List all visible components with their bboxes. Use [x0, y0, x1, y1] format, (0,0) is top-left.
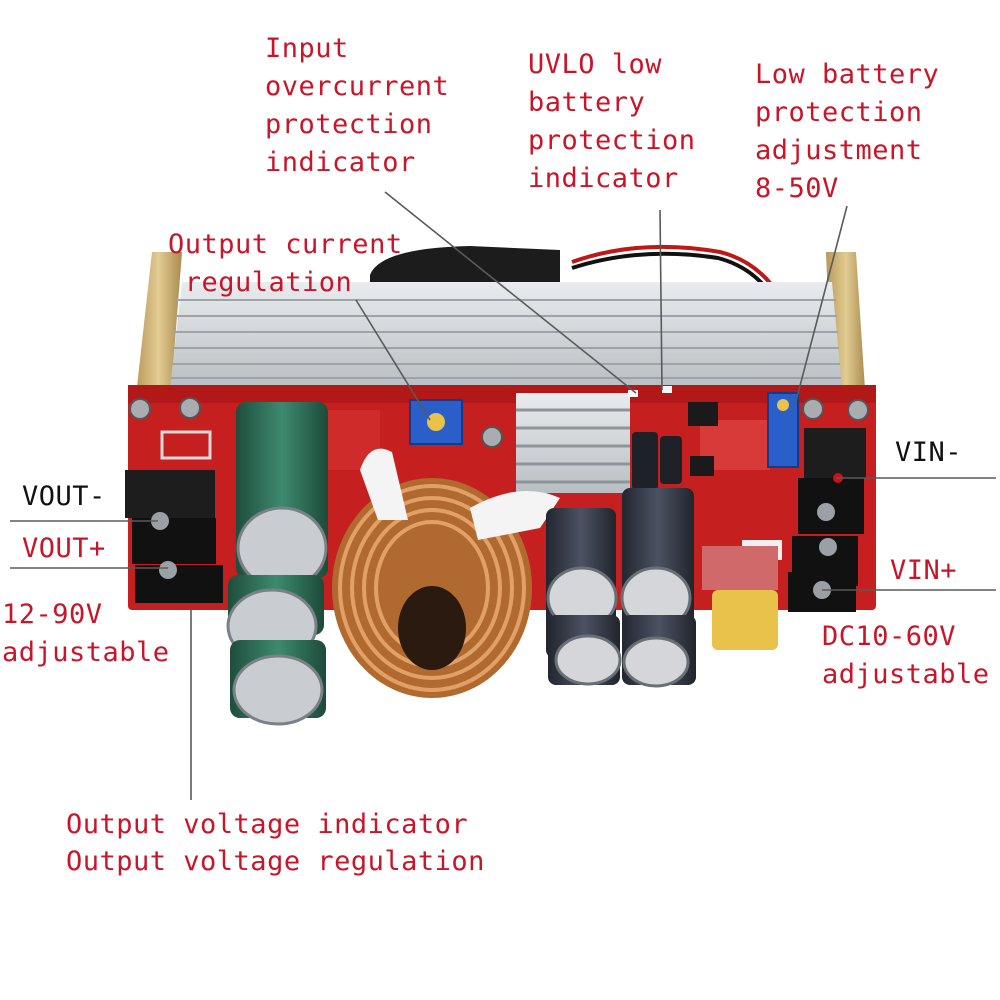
- label-vout-minus: VOUT-: [22, 481, 106, 512]
- led-icon: [628, 386, 672, 397]
- ic-chips: [688, 402, 782, 560]
- output-terminal-block: [125, 430, 223, 603]
- small-capacitors: [632, 432, 682, 490]
- input-terminal-block: [788, 428, 866, 612]
- potentiometer-icon: [409, 392, 799, 468]
- output-capacitors: [226, 402, 328, 726]
- label-output-current-regulation: Output current regulation: [168, 229, 403, 298]
- ic-heatsink: [516, 393, 630, 493]
- label-output-voltage-regulation: Output voltage regulation: [66, 846, 485, 877]
- fan-cable: [571, 244, 784, 304]
- fan-icon: [370, 246, 560, 282]
- mounting-screws: [129, 397, 869, 448]
- label-uvlo: UVLO low battery protection indicator: [528, 49, 696, 194]
- callout-lines: [10, 191, 996, 800]
- label-output-voltage-indicator: Output voltage indicator: [66, 809, 469, 840]
- label-vin-minus: VIN-: [895, 437, 963, 468]
- fuse: [702, 546, 778, 650]
- label-low-battery-adjustment: Low battery protection adjustment 8-50V: [755, 59, 940, 204]
- label-input-range: DC10-60V adjustable: [822, 621, 990, 690]
- toroid-inductor: [332, 448, 560, 698]
- label-vin-plus: VIN+: [890, 555, 958, 586]
- main-heatsink: [170, 282, 842, 388]
- label-output-range: 12-90V adjustable: [2, 599, 170, 668]
- label-input-overcurrent: Input overcurrent protection indicator: [265, 33, 450, 178]
- input-capacitors: [546, 488, 696, 688]
- label-vout-plus: VOUT+: [22, 533, 106, 564]
